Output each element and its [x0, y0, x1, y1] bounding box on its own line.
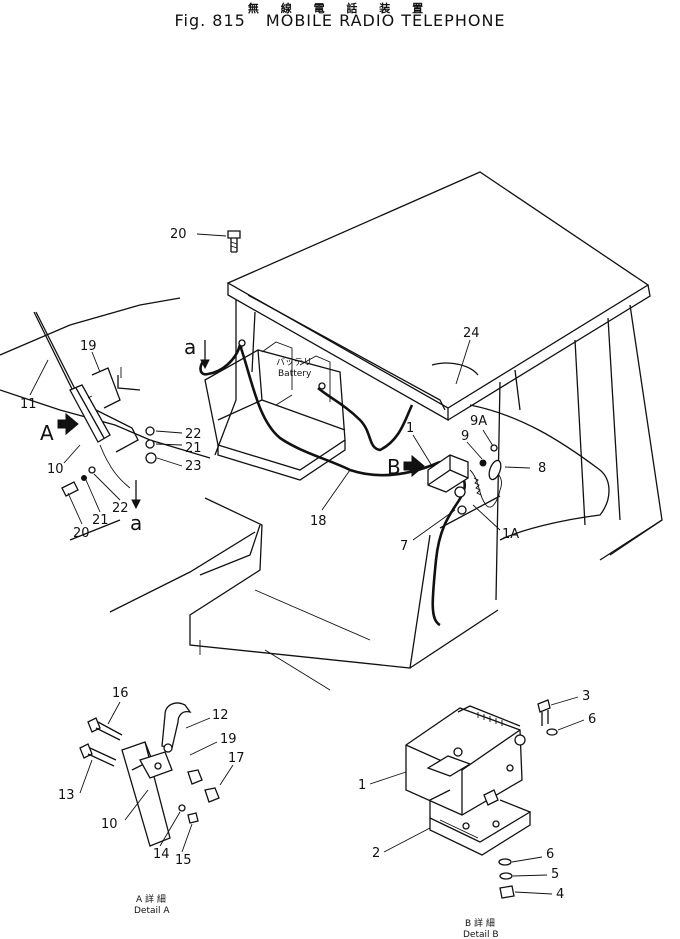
detail-a-callout-14: 14: [153, 847, 170, 862]
detail-a-callout-17: 17: [228, 751, 245, 766]
callout-22-bottom: 22: [112, 501, 129, 516]
callout-20-bottom: 20: [73, 526, 90, 541]
callout-21-right: 21: [185, 441, 202, 456]
radio-unit: [427, 444, 502, 515]
detail-a-leaders: [79, 701, 234, 853]
cab-outline: [0, 171, 663, 691]
arrow-a: [57, 412, 79, 436]
figure-title: MOBILE RADIO TELEPHONE: [265, 11, 506, 30]
callout-a-top: a: [184, 335, 196, 359]
detail-b-caption-jp: B 詳 細: [465, 917, 495, 929]
detail-a-callout-13: 13: [58, 788, 75, 803]
figure-number: Fig. 815: [174, 11, 246, 30]
detail-a-callout-16: 16: [112, 686, 129, 701]
detail-b-callout-4: 4: [556, 887, 564, 902]
detail-a-callout-10: 10: [101, 817, 118, 832]
detail-b-drawing: [405, 699, 558, 899]
detail-a-callout-15: 15: [175, 853, 192, 868]
figure-heading: Fig. 815 MOBILE RADIO TELEPHONE: [0, 11, 680, 30]
callout-9a: 9A: [470, 414, 487, 429]
detail-a-callout-19: 19: [220, 732, 237, 747]
detail-b-caption-en: Detail B: [463, 930, 499, 939]
callout-22-right: 22: [185, 427, 202, 442]
detail-a-callout-12: 12: [212, 708, 229, 723]
detail-a-drawing: [79, 702, 220, 847]
callout-23: 23: [185, 459, 202, 474]
callout-1a: 1A: [502, 527, 519, 542]
callout-24: 24: [463, 326, 480, 341]
detail-a-caption-jp: A 詳 細: [136, 893, 166, 905]
callout-9: 9: [461, 429, 469, 444]
callout-21-bottom: 21: [92, 513, 109, 528]
japanese-title: 無 線 電 話 装 置: [247, 2, 433, 15]
label-b-arrow: B: [387, 455, 401, 479]
battery-label-en: Battery: [278, 369, 312, 379]
bolt-20-top: [227, 230, 241, 253]
callout-8: 8: [538, 461, 546, 476]
callout-7: 7: [400, 539, 408, 554]
leader-lines: [29, 233, 531, 541]
arrow-b: [403, 454, 425, 478]
detail-b-callout-3: 3: [582, 689, 590, 704]
detail-b-leaders: [369, 696, 585, 895]
callout-18: 18: [310, 514, 327, 529]
detail-a-caption-en: Detail A: [134, 906, 170, 916]
callout-11: 11: [20, 397, 37, 412]
detail-b-callout-1: 1: [358, 778, 366, 793]
detail-b-callout-6-top: 6: [588, 712, 596, 727]
label-a-arrow: A: [40, 421, 54, 445]
detail-b-callout-5: 5: [551, 867, 559, 882]
callout-19: 19: [80, 339, 97, 354]
callout-20-top: 20: [170, 227, 187, 242]
battery-label-jp: バッテリ: [276, 357, 312, 368]
callout-10: 10: [47, 462, 64, 477]
detail-b-callout-2: 2: [372, 846, 380, 861]
detail-b-callout-6-bottom: 6: [546, 847, 554, 862]
callout-a-bottom: a: [130, 511, 142, 535]
callout-1: 1: [406, 421, 414, 436]
antenna-assembly: [33, 311, 157, 497]
